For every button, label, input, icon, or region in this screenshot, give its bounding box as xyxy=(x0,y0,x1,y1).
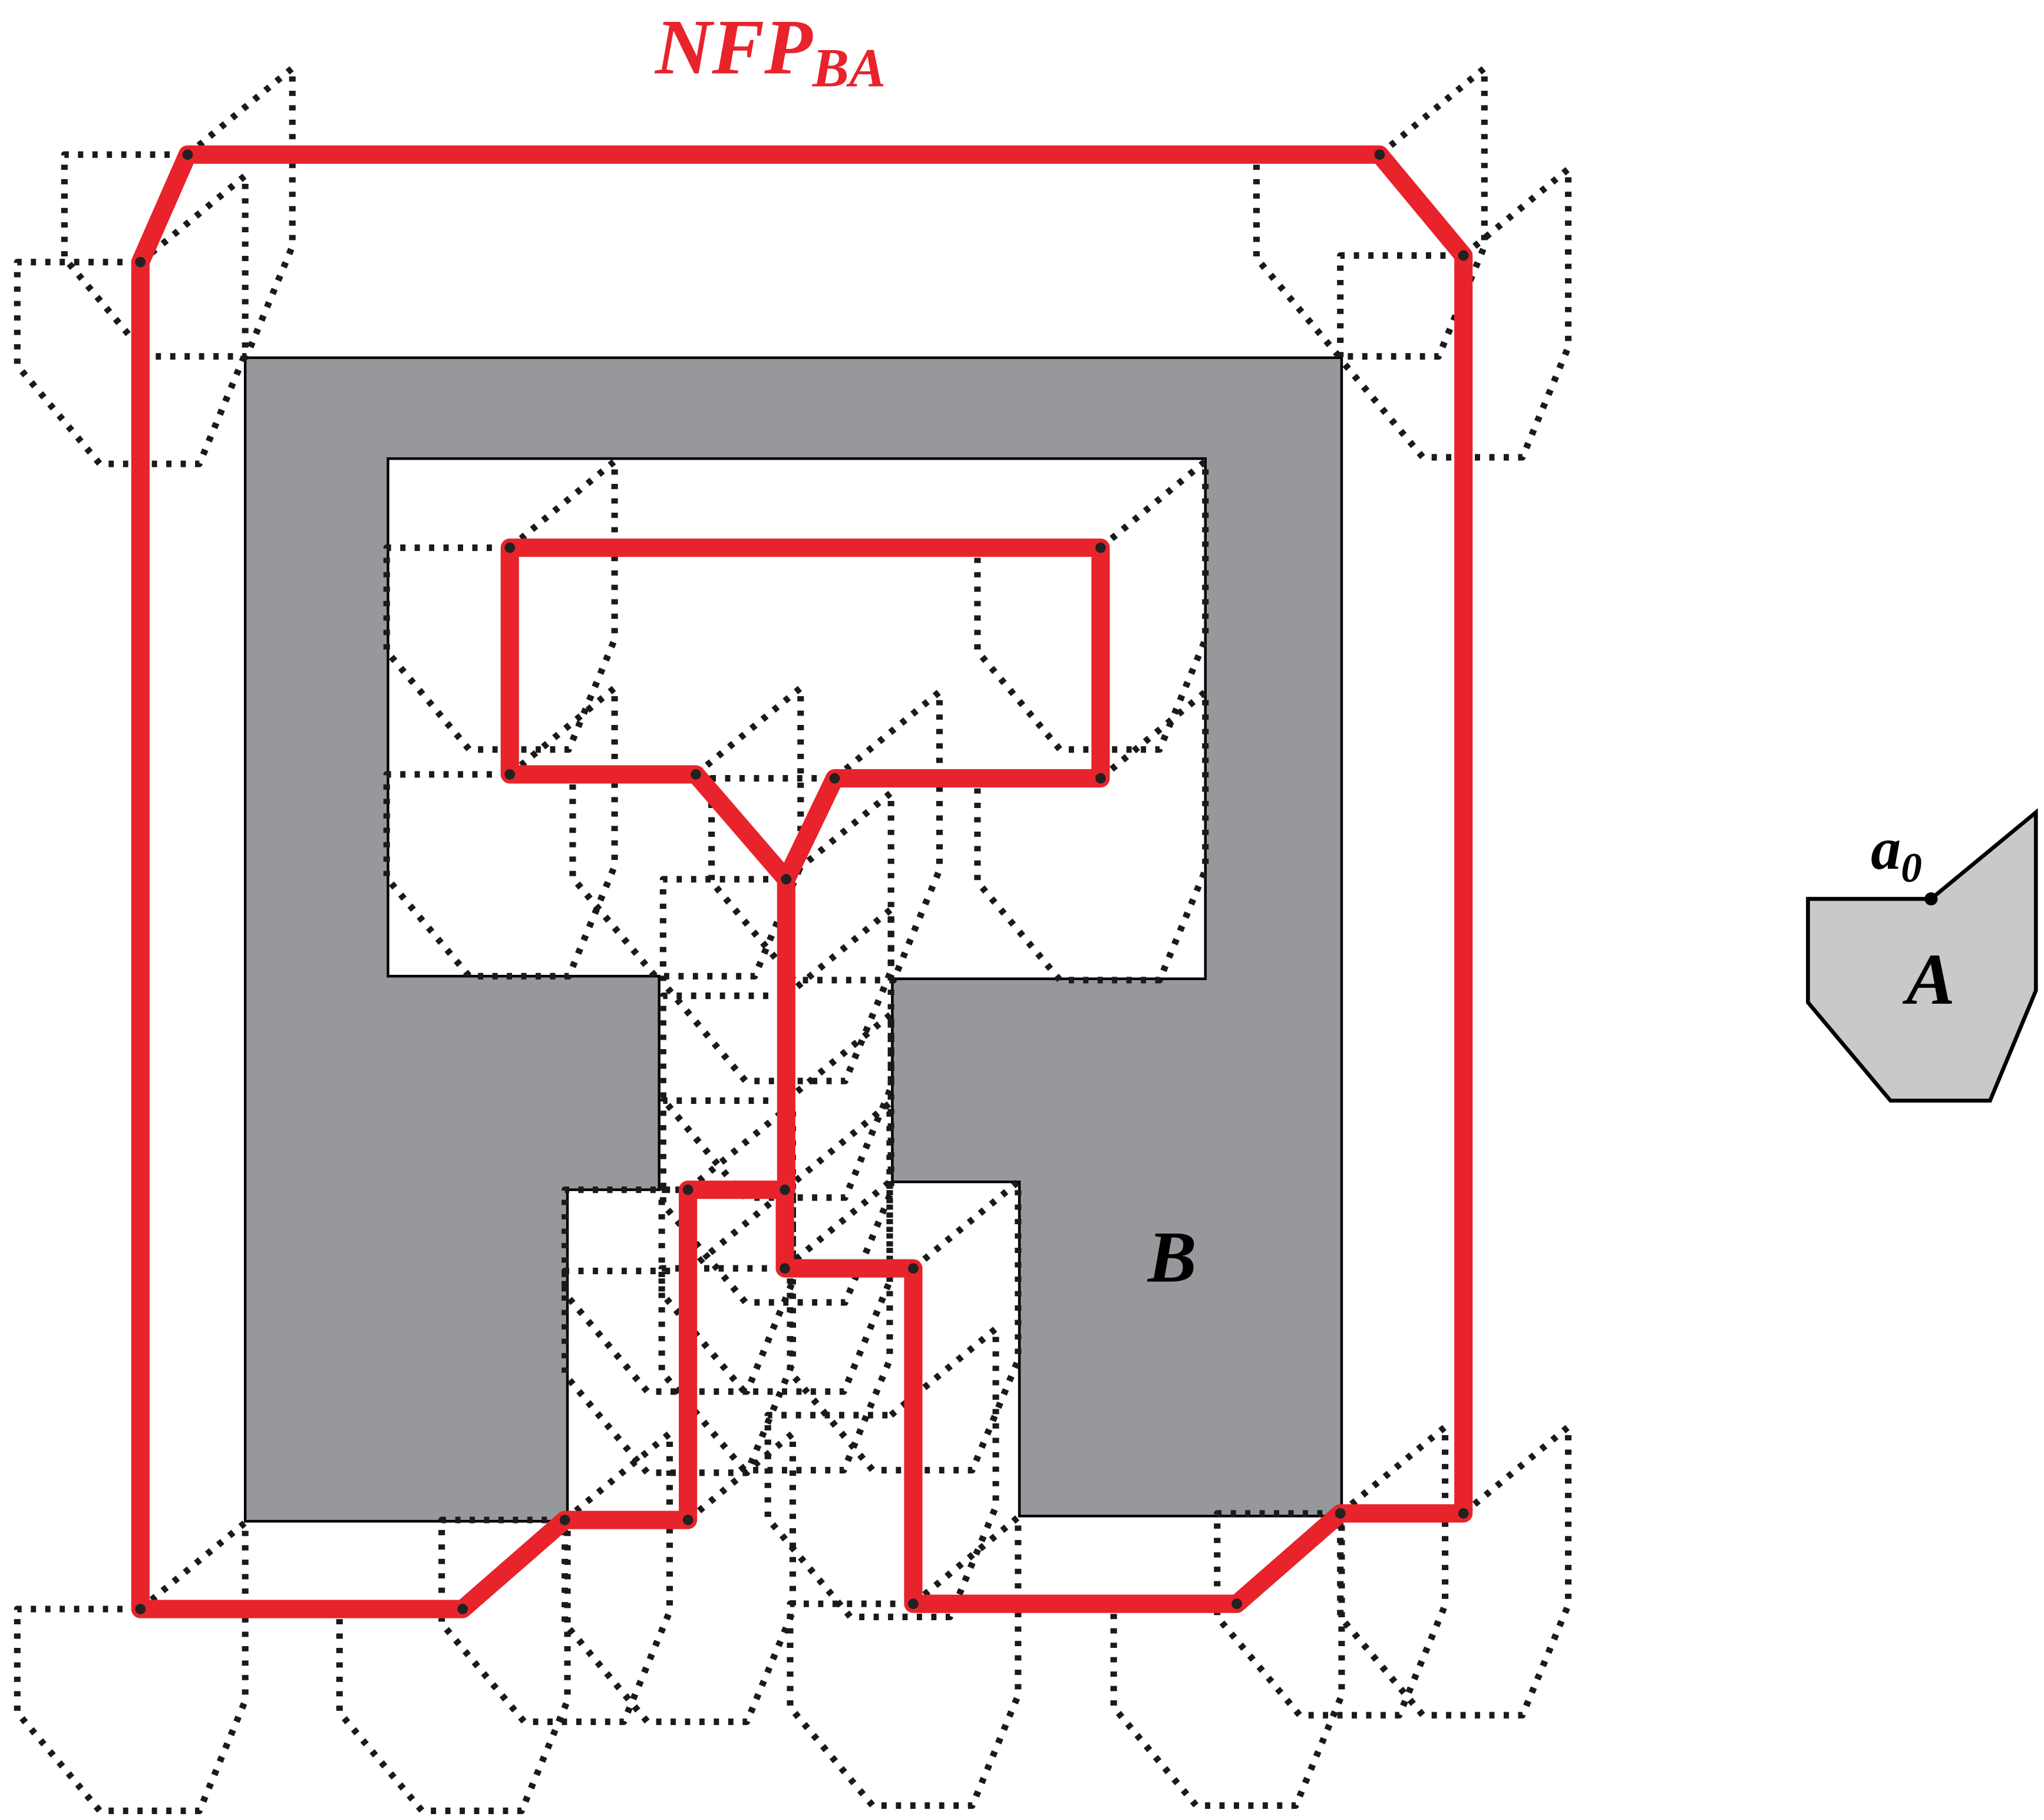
reference-point-a0 xyxy=(1924,892,1938,906)
polygon-a-label: A xyxy=(1902,938,1955,1020)
nfp-vertex-dot xyxy=(135,256,146,268)
reference-point-label-subscript: 0 xyxy=(1901,845,1922,891)
a-copy-outline xyxy=(383,458,618,753)
reference-point-label: a0 xyxy=(1871,816,1922,891)
nfp-vertex-dot xyxy=(135,1604,146,1614)
nfp-title-subscript: BA xyxy=(812,38,886,99)
nfp-vertex-dot xyxy=(1095,542,1106,553)
nfp-vertex-dot xyxy=(780,1184,790,1195)
nfp-inner-loop xyxy=(500,538,1110,889)
nfp-vertex-dot xyxy=(691,769,701,780)
polygon-a xyxy=(1806,808,2038,1103)
nfp-vertex-dot xyxy=(1231,1598,1242,1610)
nfp-vertex-dot xyxy=(504,542,516,553)
nfp-vertex-dot xyxy=(1458,1508,1469,1519)
nfp-vertex-dot xyxy=(1458,250,1469,261)
nfp-vertex-dot xyxy=(559,1514,570,1525)
nfp-title-main: NFP xyxy=(654,3,813,90)
nfp-title: NFPBA xyxy=(654,3,886,98)
nfp-vertex-dot xyxy=(682,1514,694,1525)
a-copy-outline xyxy=(569,684,804,980)
nfp-vertex-dot xyxy=(504,769,516,780)
nfp-vertices xyxy=(135,149,1469,1614)
nfp-vertex-dot xyxy=(1095,773,1106,784)
a-copy-outline xyxy=(1253,65,1488,360)
nfp-vertex-dot xyxy=(781,873,792,885)
polygon-b-label: B xyxy=(1147,1216,1197,1297)
a-copy-outline xyxy=(61,65,296,360)
nfp-vertex-dot xyxy=(908,1598,919,1610)
a-copy-outline xyxy=(336,1519,571,1814)
nfp-vertex-dot xyxy=(908,1263,919,1274)
a-copy-outline xyxy=(14,1519,249,1814)
a-copy-outline xyxy=(1337,1423,1572,1719)
nfp-vertex-dot xyxy=(1335,1508,1346,1519)
reference-point-label-main: a xyxy=(1871,816,1901,882)
a-copy-outline xyxy=(1337,166,1572,461)
nfp-vertex-dot xyxy=(457,1604,468,1614)
a-copy-outline xyxy=(14,172,249,467)
nfp-vertex-dot xyxy=(829,773,840,784)
nfp-vertex-dot xyxy=(182,149,193,160)
nfp-vertex-dot xyxy=(1374,149,1385,160)
a-copy-outline xyxy=(1110,1514,1345,1809)
nfp-vertex-dot xyxy=(780,1263,790,1274)
a-copy-outline xyxy=(383,684,618,980)
nfp-vertex-dot xyxy=(682,1184,694,1195)
